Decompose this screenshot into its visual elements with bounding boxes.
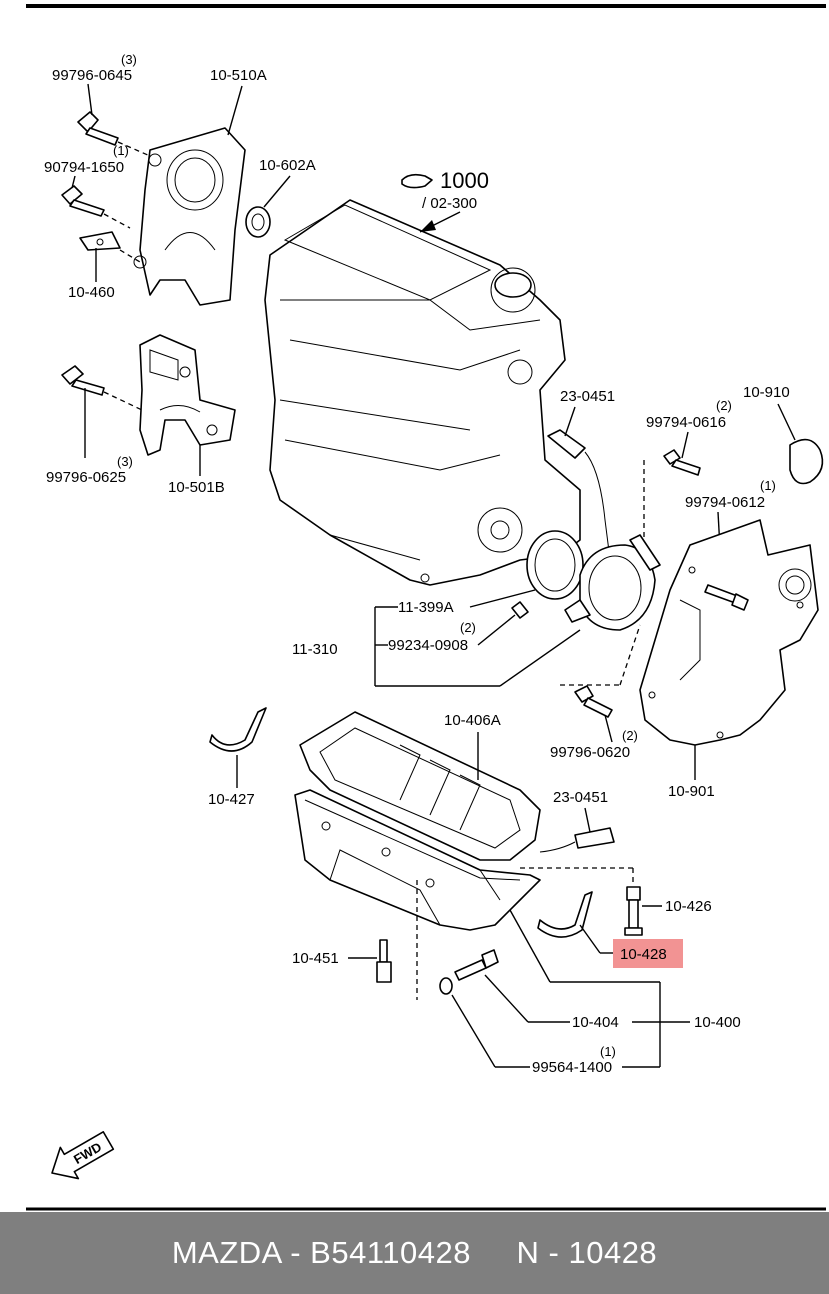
washer-99564-1400 xyxy=(439,977,453,995)
engine-glyph-icon xyxy=(401,173,433,189)
engine-block xyxy=(264,199,581,586)
assembly-arrow xyxy=(420,220,436,232)
cap-10-910 xyxy=(789,438,824,485)
label-23-0451-upper: 23-0451 xyxy=(560,388,615,405)
label-10-406A: 10-406A xyxy=(444,712,501,729)
seal-housing-11-310 xyxy=(564,534,661,631)
timing-cover-lower xyxy=(139,334,236,456)
label-99564-1400-qty: (1) xyxy=(600,1044,616,1059)
label-10-400: 10-400 xyxy=(694,1014,741,1031)
label-99796-0625: 99796-0625 xyxy=(46,469,126,486)
label-99796-0620-qty: (2) xyxy=(622,728,638,743)
bolt-10-426 xyxy=(624,886,643,936)
label-10-910: 10-910 xyxy=(743,384,790,401)
assembly-sub: / 02-300 xyxy=(422,195,477,212)
label-99794-0616: 99794-0616 xyxy=(646,414,726,431)
label-10-501B: 10-501B xyxy=(168,479,225,496)
bearing-10-428 xyxy=(537,891,593,938)
label-99796-0645: 99796-0645 xyxy=(52,67,132,84)
label-11-310: 11-310 xyxy=(292,641,338,658)
label-99234-0908: 99234-0908 xyxy=(388,637,468,654)
label-99796-0620: 99796-0620 xyxy=(550,744,630,761)
part-number-footer: MAZDA - B54110428 N - 10428 xyxy=(0,1212,829,1294)
label-99794-0612: 99794-0612 xyxy=(685,494,765,511)
label-10-451: 10-451 xyxy=(292,950,339,967)
label-99234-0908-qty: (2) xyxy=(460,620,476,635)
label-10-510A: 10-510A xyxy=(210,67,267,84)
seal-10-602A xyxy=(245,206,271,238)
label-11-399A: 11-399A xyxy=(398,599,454,616)
label-99796-0645-qty: (3) xyxy=(121,52,137,67)
sensor-23-0451-lower xyxy=(539,827,615,853)
assembly-code: 1000 xyxy=(440,168,489,193)
bolt-99794-0616 xyxy=(663,449,701,476)
label-10-404: 10-404 xyxy=(572,1014,619,1031)
label-90794-1650: 90794-1650 xyxy=(44,159,124,176)
oil-seal-11-399A xyxy=(526,530,584,600)
pin-99234-0908 xyxy=(511,601,529,619)
label-90794-1650-qty: (1) xyxy=(113,143,129,158)
label-99796-0625-qty: (3) xyxy=(117,454,133,469)
label-99794-0616-qty: (2) xyxy=(716,398,732,413)
label-99564-1400: 99564-1400 xyxy=(532,1059,612,1076)
label-10-901: 10-901 xyxy=(668,783,715,800)
bolt-99796-0645 xyxy=(77,111,119,146)
fwd-arrow-icon: FWD xyxy=(51,1131,115,1180)
bearing-10-427 xyxy=(209,707,267,752)
parts-diagram: 1000 / 02-300 (3) 99796-0645 10-510A (1)… xyxy=(26,4,826,1211)
bracket-10-460 xyxy=(79,231,121,251)
label-10-427: 10-427 xyxy=(208,791,255,808)
bolt-90794-1650 xyxy=(61,185,105,217)
label-10-428: 10-428 xyxy=(620,946,667,963)
label-10-460: 10-460 xyxy=(68,284,115,301)
label-99794-0612-qty: (1) xyxy=(760,478,776,493)
timing-cover-upper xyxy=(133,127,246,306)
label-23-0451-lower: 23-0451 xyxy=(553,789,608,806)
rear-plate-10-901 xyxy=(639,519,819,746)
oil-pan-gasket-10-406A xyxy=(299,711,541,861)
footer-text: MAZDA - B54110428 N - 10428 xyxy=(171,1235,658,1270)
bolt-99796-0620 xyxy=(574,685,613,718)
bolt-10-451 xyxy=(376,939,392,983)
label-10-602A: 10-602A xyxy=(259,157,316,174)
drain-plug-10-404 xyxy=(454,949,499,981)
highlight-10-428 xyxy=(613,939,683,968)
bolt-99796-0625 xyxy=(61,365,105,396)
label-10-426: 10-426 xyxy=(665,898,712,915)
oil-pan-10-400 xyxy=(294,789,541,931)
bolt-99794-0612 xyxy=(704,584,749,611)
